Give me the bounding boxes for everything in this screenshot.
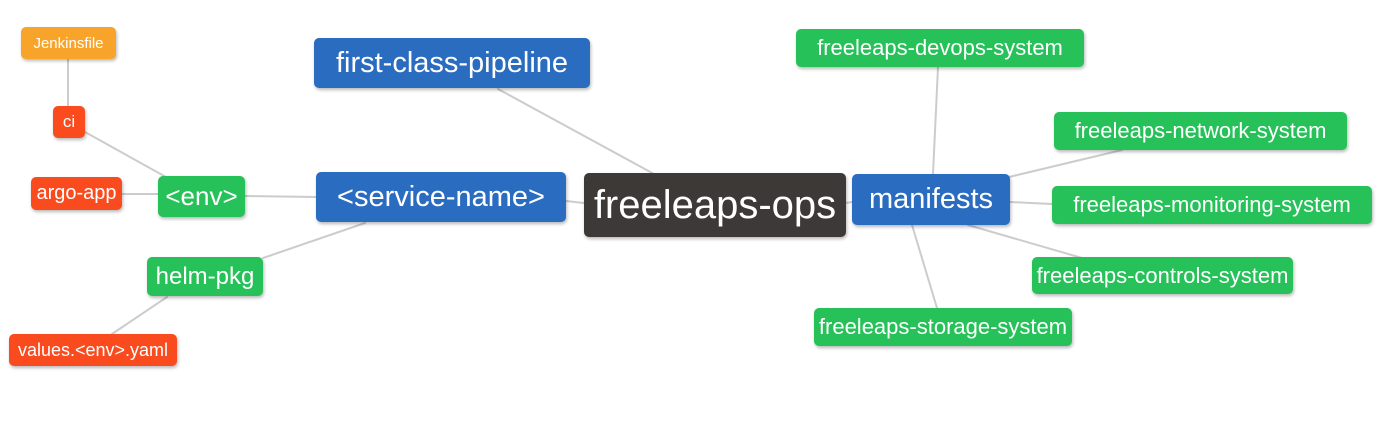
edge-manifests-network	[1008, 149, 1123, 178]
edge-manifests-monitoring	[1009, 201, 1053, 205]
edge-env-service-name	[244, 195, 317, 198]
node-helm-pkg[interactable]: helm-pkg	[147, 257, 263, 296]
node-values-env-yaml[interactable]: values.<env>.yaml	[9, 334, 177, 366]
node-freeleaps-devops-system[interactable]: freeleaps-devops-system	[796, 29, 1084, 67]
node-jenkinsfile[interactable]: Jenkinsfile	[21, 27, 116, 59]
node-env[interactable]: <env>	[158, 176, 245, 217]
node-freeleaps-controls-system[interactable]: freeleaps-controls-system	[1032, 257, 1293, 294]
node-freeleaps-network-system[interactable]: freeleaps-network-system	[1054, 112, 1347, 150]
node-manifests[interactable]: manifests	[852, 174, 1010, 225]
edge-manifests-controls	[967, 224, 1083, 259]
node-freeleaps-storage-system[interactable]: freeleaps-storage-system	[814, 308, 1072, 346]
edge-manifests-devops	[932, 66, 939, 175]
node-argo-app[interactable]: argo-app	[31, 177, 122, 210]
edge-helm-pkg-service-name	[262, 222, 366, 259]
node-service-name[interactable]: <service-name>	[316, 172, 566, 222]
edge-ci-env	[84, 131, 167, 178]
edge-service-name-freeleaps-ops	[565, 200, 585, 204]
node-freeleaps-ops[interactable]: freeleaps-ops	[584, 173, 846, 237]
node-freeleaps-monitoring-system[interactable]: freeleaps-monitoring-system	[1052, 186, 1372, 224]
edge-freeleaps-ops-manifests	[845, 201, 853, 204]
edge-pipeline-freeleaps-ops	[497, 88, 655, 175]
edge-manifests-storage	[911, 224, 938, 309]
edge-helm-pkg-values-yaml	[111, 296, 168, 335]
node-ci[interactable]: ci	[53, 106, 85, 138]
node-first-class-pipeline[interactable]: first-class-pipeline	[314, 38, 590, 88]
